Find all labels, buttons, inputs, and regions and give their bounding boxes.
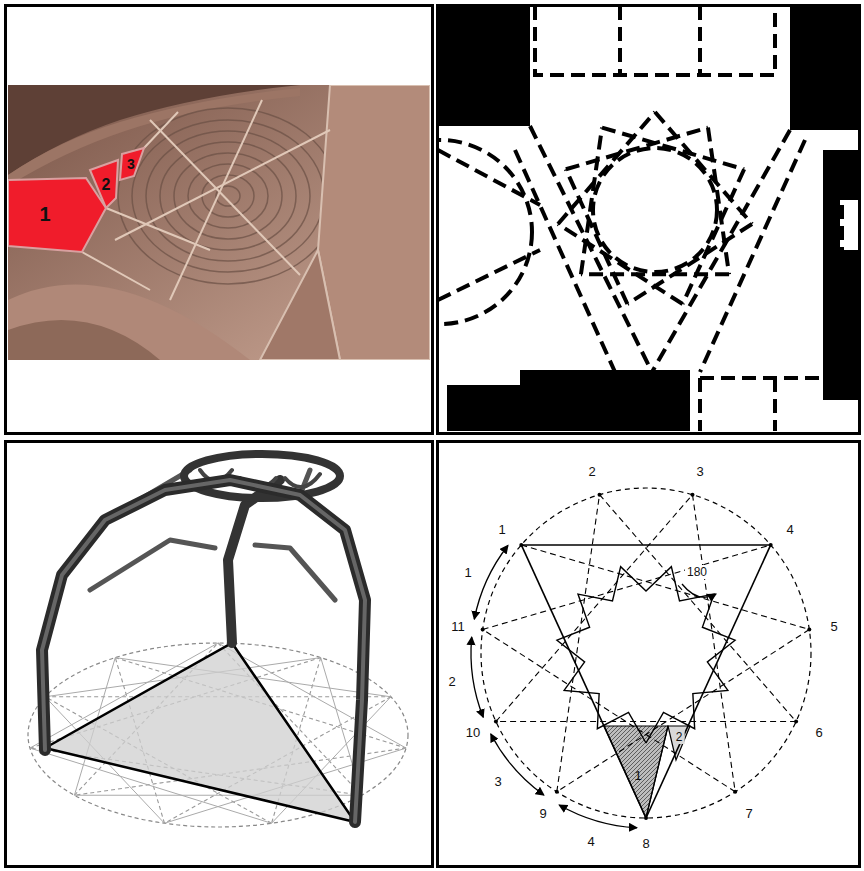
callout-number: 3	[492, 774, 503, 789]
plan-star-line	[581, 272, 729, 276]
division-line	[646, 726, 668, 818]
callout-number: 11	[449, 619, 467, 634]
vertex-dot	[690, 493, 694, 497]
callout-number: 4	[585, 834, 596, 849]
callout-number: 180	[685, 565, 709, 579]
dashed-star-line	[483, 545, 771, 630]
vault-photo	[8, 85, 430, 360]
callout-number: 8	[640, 836, 651, 851]
plan-star-line	[627, 224, 752, 304]
callout-number: 4	[784, 522, 795, 537]
vertex-dot	[519, 543, 523, 547]
dashed-star-line	[521, 545, 809, 630]
dashed-star-line	[483, 630, 736, 792]
callout-number: 3	[125, 156, 137, 172]
triangle-side	[646, 545, 771, 818]
callout-number: 5	[828, 619, 839, 634]
callout-number: 2	[586, 464, 597, 479]
callout-number: 1	[37, 203, 52, 225]
vertex-dot	[794, 720, 798, 724]
vertex-dot	[481, 628, 485, 632]
vertex-dot	[555, 790, 559, 794]
callout-number: 10	[464, 725, 482, 740]
triangle-side	[521, 544, 770, 546]
arc-arrow	[471, 637, 483, 717]
callout-number: 1	[462, 565, 473, 580]
triangle-side	[521, 545, 646, 818]
plan-star-line	[566, 169, 628, 304]
callout-number: 1	[632, 768, 643, 783]
callout-number: 6	[813, 725, 824, 740]
callout-number: 3	[694, 464, 705, 479]
arc-arrow	[559, 805, 637, 828]
vertex-dot	[769, 543, 773, 547]
arc-arrow	[474, 545, 508, 619]
dashed-star-line	[557, 630, 810, 792]
highlighted-panels	[8, 148, 144, 252]
callout-number: 7	[743, 806, 754, 821]
star-diagram	[471, 488, 811, 828]
dashed-star-line	[496, 495, 693, 722]
dashed-star-line	[496, 721, 796, 722]
vertex-dot	[598, 493, 602, 497]
inner-star	[557, 567, 735, 743]
plan-star-line	[602, 128, 744, 170]
vault-model	[28, 454, 408, 827]
panel-frames	[6, 6, 860, 867]
dashed-star-line	[692, 495, 735, 792]
callout-number: 2	[446, 674, 457, 689]
vertex-dot	[807, 628, 811, 632]
vertex-dot	[733, 790, 737, 794]
callout-number: 9	[537, 806, 548, 821]
vertex-dot	[644, 816, 648, 820]
callout-number: 2	[674, 730, 685, 744]
callout-number: 2	[100, 176, 113, 194]
vertex-dot	[494, 720, 498, 724]
callout-number: 1	[496, 522, 507, 537]
plan-star-line	[566, 128, 708, 170]
vault-plan	[438, 6, 858, 431]
plan-star-line	[655, 112, 752, 224]
plan-star-line	[581, 128, 602, 275]
arc-arrow	[491, 734, 544, 795]
